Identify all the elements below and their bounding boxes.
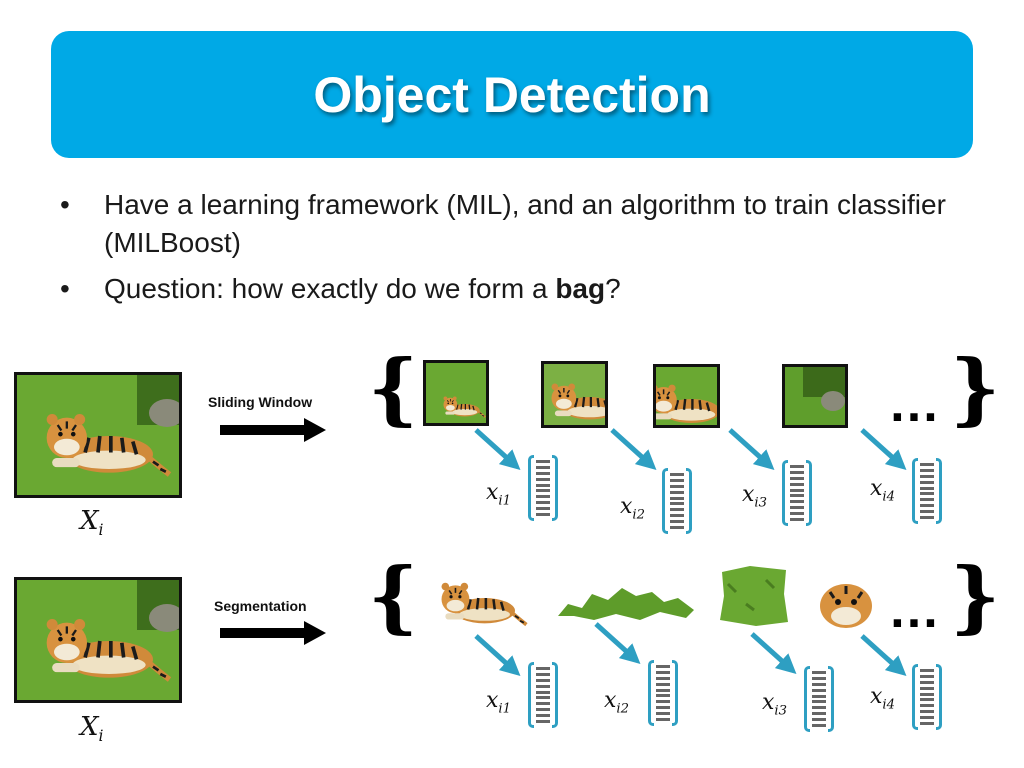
slide-title: Object Detection (313, 66, 711, 123)
instance-arrow-icon (860, 428, 907, 471)
segment-grass (558, 588, 694, 620)
instance-arrow-icon (860, 634, 907, 677)
source-image-tiger (14, 372, 182, 498)
right-arrow-icon (220, 418, 326, 442)
instance-arrow-icon (610, 428, 657, 471)
bullet-list: • Have a learning framework (MIL), and a… (56, 186, 956, 316)
feature-vector-icon (662, 468, 692, 536)
feature-vector-icon (912, 458, 942, 526)
window-crop (653, 364, 720, 428)
bold-word: bag (555, 273, 606, 304)
segment-grass-patch (720, 566, 788, 626)
bullet-text: Question: how exactly do we form a bag? (104, 273, 621, 304)
feature-vector-icon (912, 664, 942, 732)
feature-vector-icon (528, 662, 558, 730)
bullet-item: • Have a learning framework (MIL), and a… (56, 186, 956, 262)
instance-label: xi2 (604, 688, 630, 717)
window-crop (541, 361, 608, 428)
source-image-tiger (14, 577, 182, 703)
bullet-text: Have a learning framework (MIL), and an … (104, 189, 946, 258)
image-label: Xi (80, 506, 104, 540)
bullet-marker: • (60, 273, 70, 304)
instance-label: xi1 (486, 688, 512, 717)
bullet-item: • Question: how exactly do we form a bag… (56, 270, 956, 308)
instance-label: xi3 (742, 482, 768, 511)
bullet-marker: • (60, 189, 70, 220)
instance-label: xi4 (870, 476, 896, 505)
right-arrow-icon (220, 621, 326, 645)
instance-arrow-icon (474, 428, 521, 471)
feature-vector-icon (648, 660, 678, 728)
instance-arrow-icon (750, 632, 797, 675)
feature-vector-icon (804, 666, 834, 734)
instance-label: xi2 (620, 494, 646, 523)
segment-tiger-head (820, 584, 872, 628)
instance-label: xi1 (486, 480, 512, 509)
close-brace: } (950, 551, 1001, 642)
close-brace: } (950, 343, 1001, 434)
open-brace: { (368, 551, 419, 642)
ellipsis: … (888, 581, 940, 639)
ellipsis: … (888, 375, 940, 433)
instance-label: xi4 (870, 684, 896, 713)
instance-arrow-icon (474, 634, 521, 677)
operation-label: Sliding Window (208, 394, 313, 410)
title-bar: Object Detection (51, 31, 973, 158)
instance-arrow-icon (594, 622, 641, 665)
instance-label: xi3 (762, 690, 788, 719)
operation-label: Segmentation (214, 598, 307, 614)
image-label: Xi (80, 712, 104, 746)
instance-arrow-icon (728, 428, 775, 471)
feature-vector-icon (528, 455, 558, 523)
open-brace: { (368, 343, 419, 434)
window-crop (782, 364, 848, 428)
segment-tiger (439, 580, 528, 627)
window-crop (423, 360, 489, 426)
feature-vector-icon (782, 460, 812, 528)
